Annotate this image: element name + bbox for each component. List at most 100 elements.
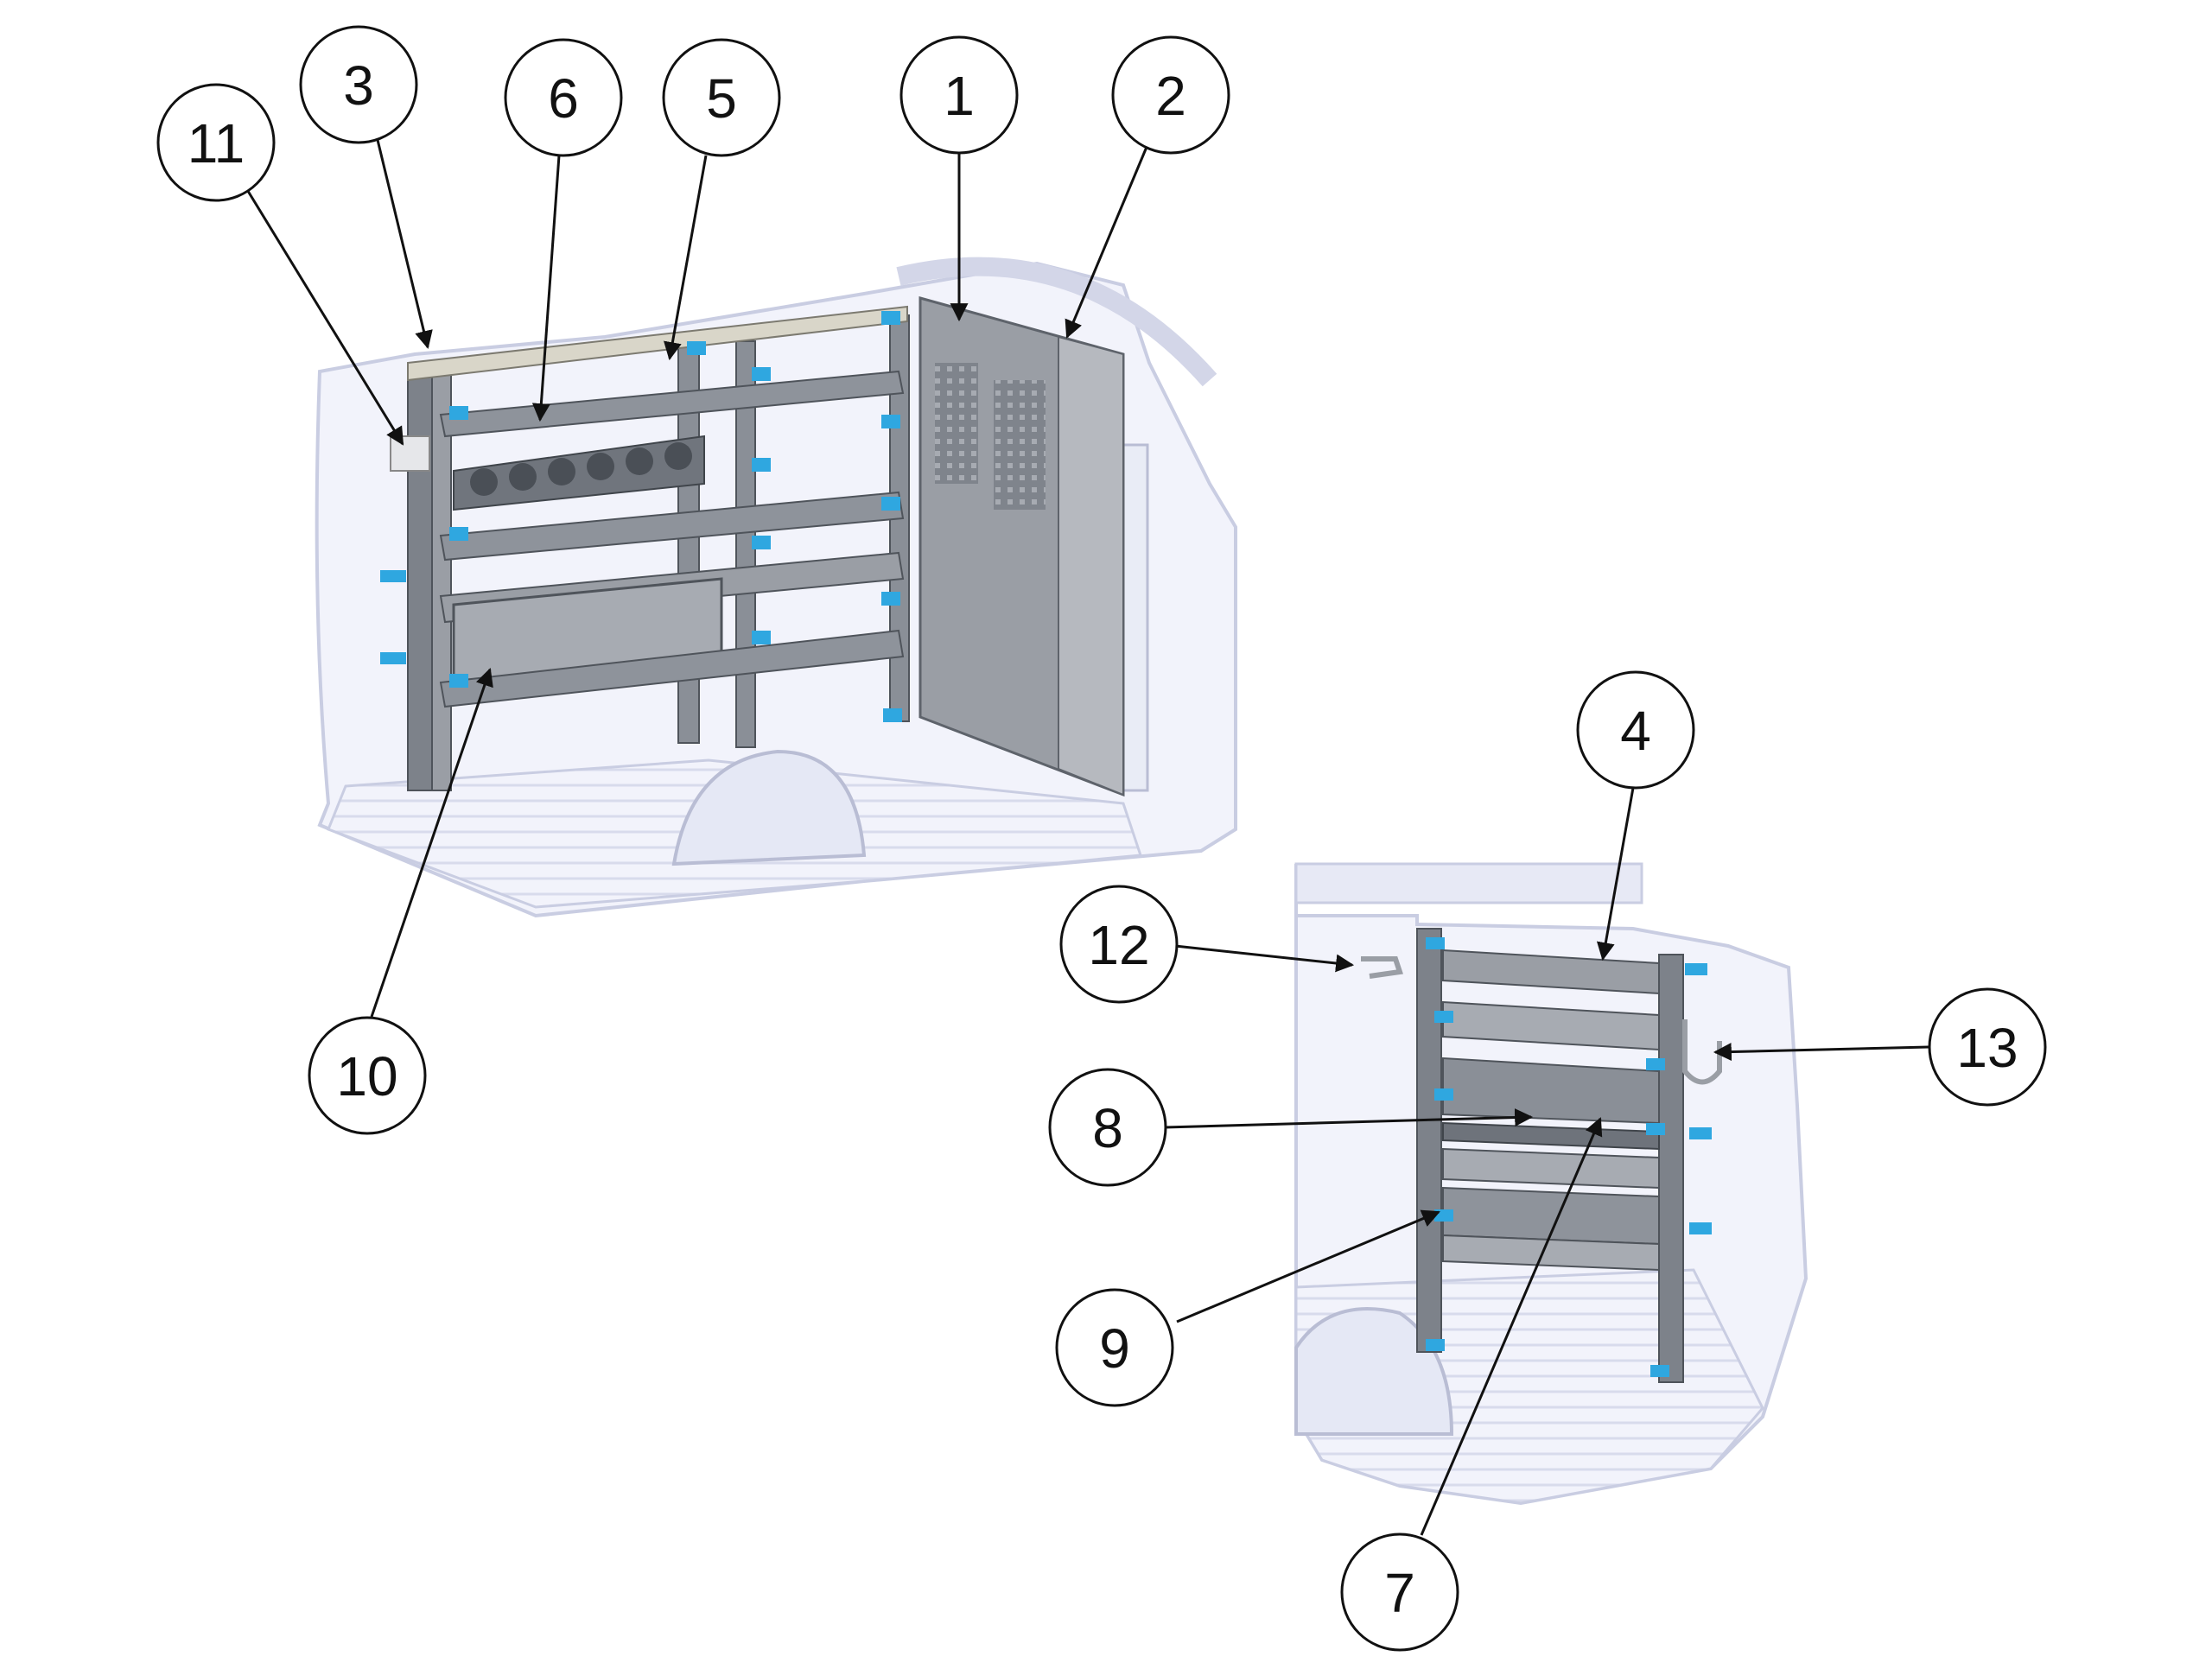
callout-circle (156, 83, 276, 202)
bracket (449, 406, 468, 420)
bracket (1650, 1365, 1669, 1377)
bracket (1426, 937, 1445, 949)
bracket (752, 631, 771, 644)
bracket (881, 415, 900, 428)
bracket (881, 592, 900, 606)
upper-shelf (1442, 1000, 1660, 1051)
bracket (1434, 1011, 1453, 1023)
bin-2 (509, 463, 537, 491)
leader-6 (531, 155, 561, 422)
bracket (1646, 1123, 1665, 1135)
bracket (1689, 1222, 1712, 1234)
callout-label: 4 (1620, 700, 1651, 762)
shelf-middle (439, 491, 905, 562)
callout-2: 2 (1111, 35, 1230, 155)
callout-6: 6 (504, 38, 623, 157)
callout-circle (662, 38, 781, 157)
leader-3 (376, 139, 433, 350)
bin-5 (626, 447, 653, 475)
bracket (1434, 1088, 1453, 1101)
bin-dividers (470, 442, 692, 496)
callout-label: 9 (1099, 1317, 1130, 1380)
callout-circle (1576, 670, 1695, 790)
right-blue-brackets (1426, 937, 1712, 1377)
bulkhead-edge (1058, 335, 1124, 796)
callout-label: 11 (188, 112, 245, 175)
bracket (881, 497, 900, 511)
callout-circle (299, 25, 418, 144)
leader-11 (242, 183, 404, 446)
callout-9: 9 (1055, 1288, 1174, 1407)
side-hook (1361, 956, 1403, 979)
bracket (1426, 1339, 1445, 1351)
callout-11: 11 (156, 83, 276, 202)
callout-circle (504, 38, 623, 157)
bin-3 (548, 458, 575, 485)
callout-circle (308, 1016, 427, 1135)
upright-front-left (1416, 928, 1442, 1353)
callout-label: 8 (1092, 1097, 1123, 1159)
leader-5 (663, 155, 708, 361)
left-wheel-arch (671, 749, 867, 866)
callout-8: 8 (1048, 1068, 1167, 1187)
left-van-view (315, 257, 1237, 918)
bulkhead-window-left (935, 363, 978, 484)
callout-label: 13 (1956, 1017, 2018, 1079)
callout-12: 12 (1059, 885, 1179, 1004)
callout-7: 7 (1340, 1533, 1459, 1652)
middle-shelf (1442, 1147, 1660, 1190)
bracket (449, 674, 468, 688)
bin-6 (664, 442, 692, 470)
leader-9 (1176, 1209, 1440, 1323)
leader-2 (1065, 140, 1151, 339)
left-door-frame (1122, 443, 1149, 792)
leader-13 (1713, 1043, 1929, 1062)
callout-label: 6 (548, 67, 579, 130)
callout-circle (1048, 1068, 1167, 1187)
leader-8 (1164, 1108, 1534, 1129)
bin-1 (470, 468, 498, 496)
bulkhead-window-right (994, 380, 1046, 510)
callouts: 1 2 3 4 5 6 7 8 (156, 25, 2047, 1652)
bracket (1689, 1127, 1712, 1139)
left-shelving-unit (380, 305, 910, 791)
callout-label: 7 (1384, 1562, 1415, 1624)
callout-circle (1928, 987, 2047, 1107)
blue-brackets (380, 311, 902, 722)
callout-label: 3 (343, 54, 374, 117)
callout-circle (899, 35, 1019, 155)
right-van-view (1294, 862, 1808, 1506)
callout-label: 2 (1155, 65, 1186, 127)
bracket (752, 536, 771, 549)
callout-5: 5 (662, 38, 781, 157)
callout-13: 13 (1928, 987, 2047, 1107)
callout-4: 4 (1576, 670, 1695, 790)
shelf-top (439, 370, 905, 438)
leader-10 (370, 668, 493, 1018)
callout-circle (1340, 1533, 1459, 1652)
right-shelving-unit (1361, 928, 1722, 1383)
leader-4 (1596, 787, 1635, 961)
bracket (449, 527, 468, 541)
bracket (380, 570, 406, 582)
top-shelf-rail (1442, 949, 1660, 995)
upright-front-right (1658, 954, 1684, 1383)
j-hook (1682, 1019, 1722, 1085)
leader-12 (1174, 944, 1355, 973)
callout-3: 3 (299, 25, 418, 144)
bracket (1646, 1058, 1665, 1070)
callout-label: 5 (706, 67, 737, 130)
bracket (883, 708, 902, 722)
hook-rail (390, 435, 430, 472)
leader-lines (242, 139, 1929, 1536)
callout-1: 1 (899, 35, 1019, 155)
callout-circle (1059, 885, 1179, 1004)
top-rail (407, 305, 908, 382)
bin-4 (587, 453, 614, 480)
callout-label: 10 (336, 1045, 397, 1107)
shelf-bottom (439, 629, 905, 708)
right-wheel-arch (1294, 1307, 1454, 1436)
bracket (687, 341, 706, 355)
